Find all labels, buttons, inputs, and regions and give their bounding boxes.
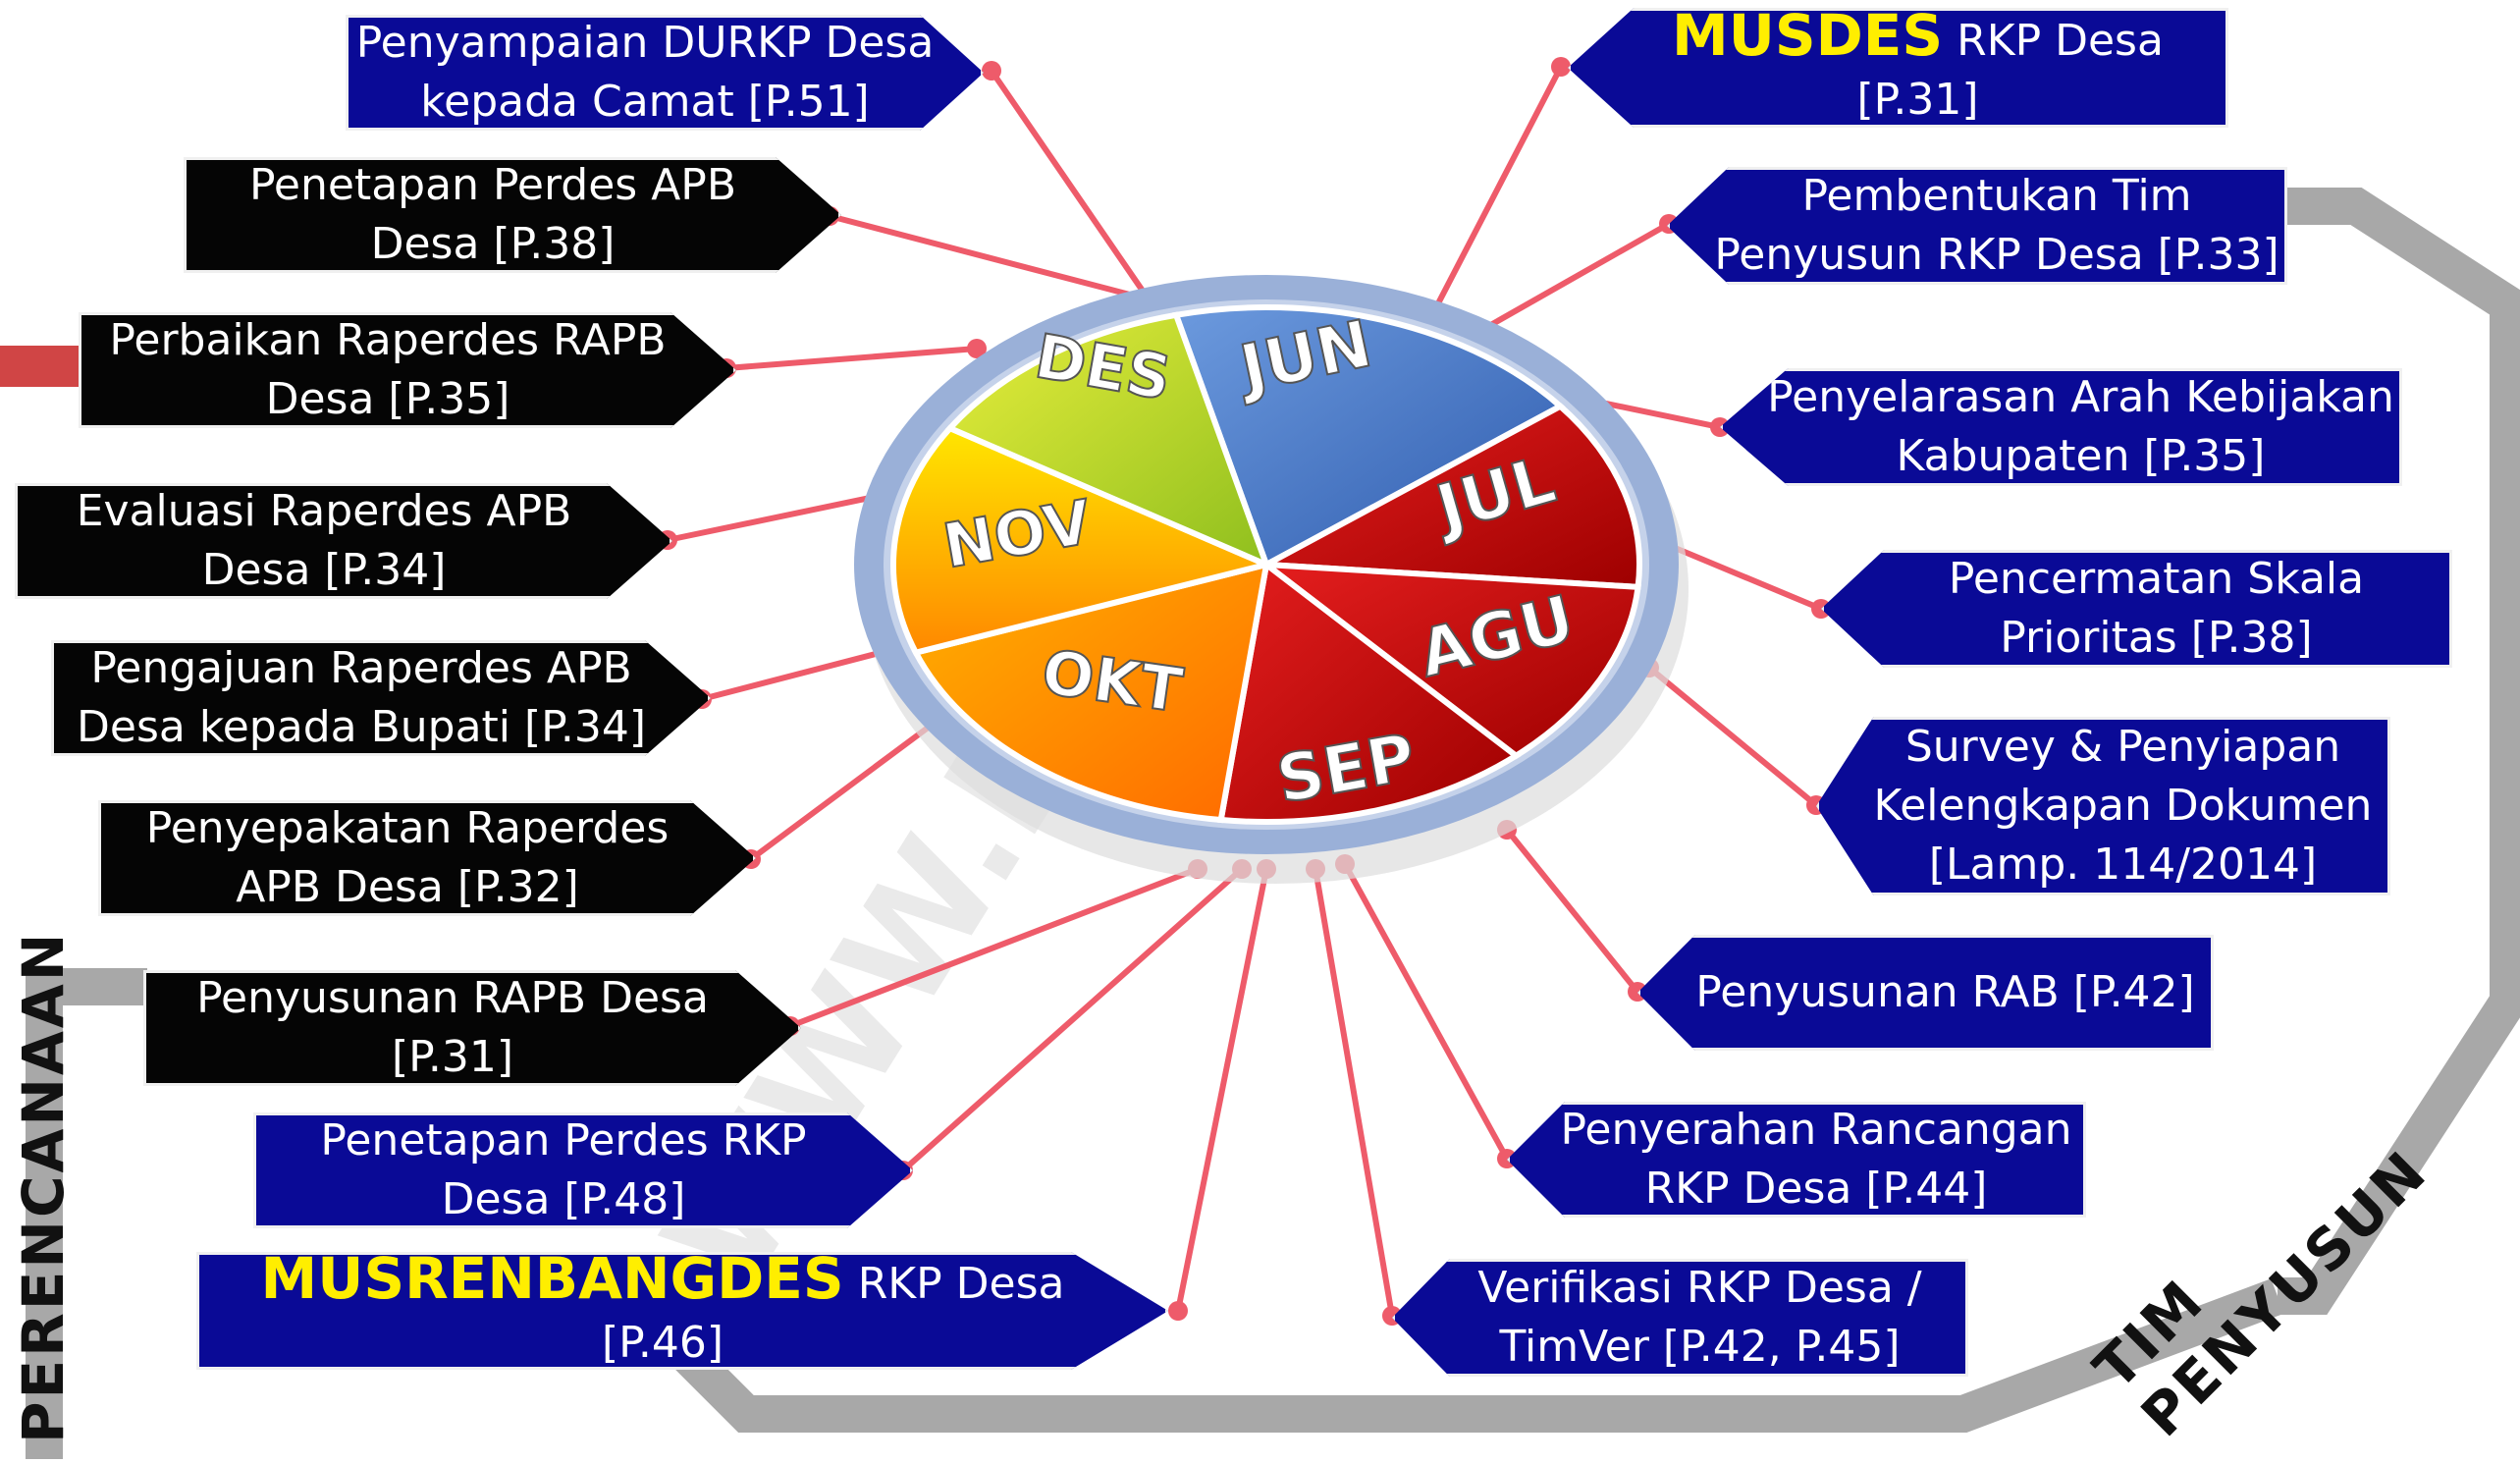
connector-line	[725, 346, 978, 371]
label-perdes-rkp-line2: Desa [P.48]	[441, 1174, 686, 1224]
label-pengajuan-line1: Pengajuan Raperdes APB	[90, 643, 632, 693]
label-penyerahan-line2: RKP Desa [P.44]	[1644, 1164, 1988, 1214]
label-pengajuan: Pengajuan Raperdes APB Desa kepada Bupati…	[51, 640, 711, 756]
label-pembentukan-tim-line2: Penyusun RKP Desa [P.33]	[1714, 230, 2279, 280]
connector-line	[667, 490, 894, 543]
label-musdes-text: RKP Desa [P.31]	[1856, 16, 2164, 125]
wheel-slice-nov	[890, 424, 1276, 657]
connector-line	[1342, 862, 1510, 1161]
label-penyepakatan-line2: APB Desa [P.32]	[236, 862, 579, 912]
label-penyusunan-rapb-line2: [P.31]	[392, 1032, 513, 1082]
label-verifikasi-line1: Verifikasi RKP Desa /	[1477, 1263, 1922, 1313]
connector-line	[1313, 868, 1395, 1317]
frame-bottom	[673, 1278, 2284, 1433]
label-penyepakatan-line1: Penyepakatan Raperdes	[145, 803, 670, 853]
label-perdes-rkp-line1: Penetapan Perdes RKP	[320, 1115, 807, 1166]
label-penyerahan-line1: Penyerahan Rancangan	[1560, 1105, 2072, 1155]
connector-line	[1647, 665, 1818, 808]
label-penyusunan-rab: Penyusunan RAB [P.42]	[1637, 935, 2214, 1051]
label-pengajuan-line2: Desa kepada Bupati [P.34]	[77, 702, 646, 752]
wheel-slice-des	[944, 311, 1272, 570]
label-durkp-line2: kepada Camat [P.51]	[420, 77, 870, 127]
label-verifikasi-line2: TimVer [P.42, P.45]	[1499, 1322, 1901, 1372]
label-perdes-apb-line1: Penetapan Perdes APB	[248, 160, 737, 210]
label-perbaikan-line1: Perbaikan Raperdes RAPB	[109, 315, 667, 365]
label-evaluasi: Evaluasi Raperdes APB Desa [P.34]	[15, 483, 672, 599]
label-evaluasi-line2: Desa [P.34]	[201, 545, 447, 595]
label-evaluasi-line1: Evaluasi Raperdes APB	[76, 486, 572, 536]
wheel-slice-sep	[1217, 559, 1522, 825]
label-durkp-line1: Penyampaian DURKP Desa	[355, 18, 935, 68]
label-survey-line1: Survey & Penyiapan	[1904, 722, 2341, 772]
connector-line	[788, 866, 1200, 1029]
connector-line	[829, 213, 1150, 302]
label-durkp: Penyampaian DURKP Desa kepada Camat [P.51…	[346, 15, 984, 131]
label-survey-line3: [Lamp. 114/2014]	[1928, 840, 2318, 890]
connector-line	[701, 645, 899, 702]
wheel-slices	[890, 304, 1642, 825]
label-penyelarasan-line1: Penyelarasan Arah Kebijakan	[1767, 372, 2394, 422]
perencanaan-label: PERENCANAAN	[10, 930, 77, 1443]
label-penyelarasan-line2: Kabupaten [P.35]	[1896, 431, 2266, 481]
connector-line	[1421, 65, 1564, 334]
wheel-slice-jun	[1172, 304, 1566, 569]
connector-line	[749, 714, 944, 862]
connector-line	[989, 69, 1152, 301]
label-musrenbangdes-text: RKP Desa [P.46]	[602, 1259, 1065, 1368]
wheel-slice-agu	[1257, 561, 1641, 760]
label-perbaikan-line2: Desa [P.35]	[265, 374, 510, 424]
frame-right	[2248, 188, 2520, 1315]
connector-dot	[1551, 57, 1571, 77]
wheel-slice-okt	[911, 560, 1270, 824]
label-penyusunan-rapb-line1: Penyusunan RAPB Desa	[196, 973, 709, 1023]
frame-left	[26, 968, 147, 1459]
label-pembentukan-tim-line1: Pembentukan Tim	[1801, 171, 2192, 221]
label-pencermatan-line2: Prioritas [P.38]	[2000, 613, 2313, 663]
connector-line	[1504, 828, 1640, 994]
wheel-slice-jul	[1256, 403, 1642, 590]
label-perdes-apb-line2: Desa [P.38]	[370, 219, 616, 269]
label-musrenbangdes-highlight: MUSRENBANGDES	[260, 1245, 844, 1312]
connector-dot	[1168, 1301, 1188, 1321]
label-perdes-apb: Penetapan Perdes APB Desa [P.38]	[184, 157, 841, 273]
label-pencermatan-line1: Pencermatan Skala	[1948, 554, 2365, 604]
label-penyusunan-rapb: Penyusunan RAPB Desa [P.31]	[143, 970, 801, 1086]
label-perbaikan: Perbaikan Raperdes RAPB Desa [P.35]	[79, 312, 736, 428]
label-survey-line2: Kelengkapan Dokumen	[1873, 781, 2373, 831]
connector-line	[1175, 868, 1269, 1312]
label-verifikasi: Verifikasi RKP Desa / TimVer [P.42, P.45]	[1392, 1259, 1968, 1377]
connector-dot	[967, 339, 987, 358]
label-perdes-rkp: Penetapan Perdes RKP Desa [P.48]	[253, 1112, 913, 1228]
label-penyusunan-rab-line1: Penyusunan RAB [P.42]	[1695, 967, 2195, 1017]
connector-dot	[982, 61, 1001, 81]
label-musrenbangdes: MUSRENBANGDES RKP Desa [P.46]	[196, 1252, 1168, 1370]
label-musdes-highlight: MUSDES	[1672, 2, 1944, 69]
label-musdes: MUSDES RKP Desa [P.31]	[1568, 8, 2228, 128]
frame-left-stub	[0, 346, 80, 387]
process-frame	[0, 188, 2520, 1459]
connector-line	[901, 866, 1244, 1173]
